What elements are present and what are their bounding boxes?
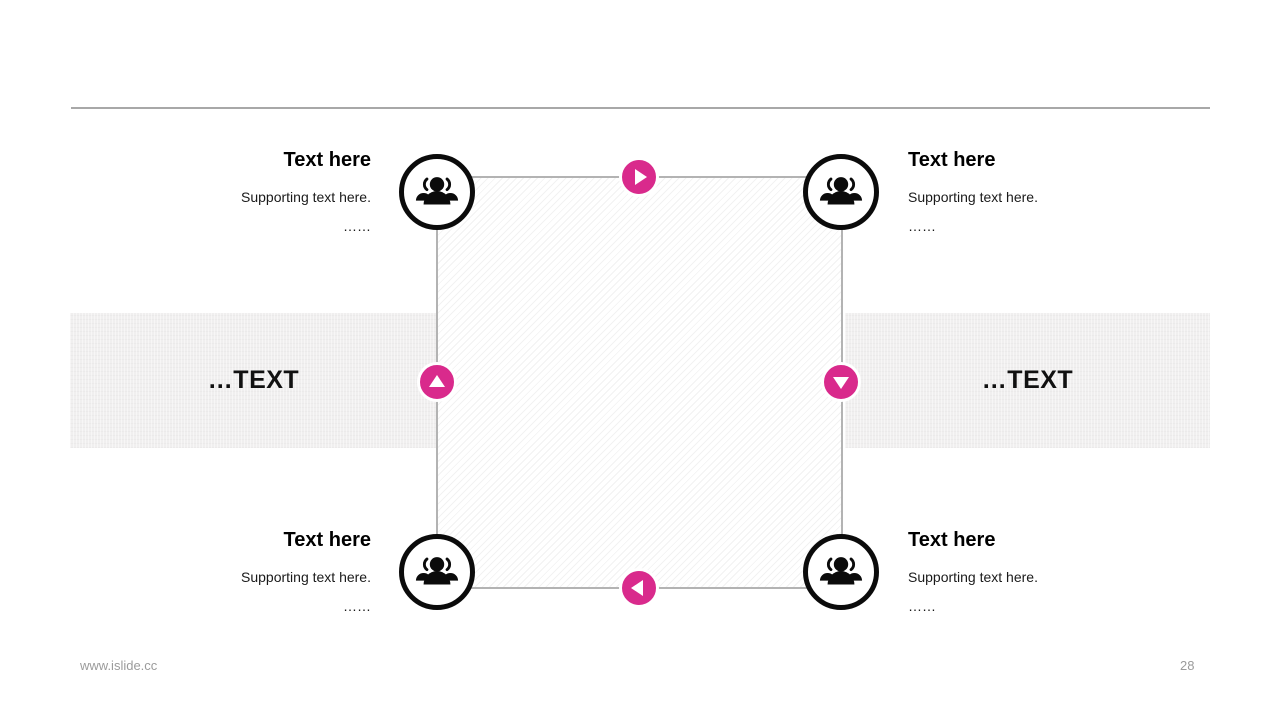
arrow-button-right[interactable]: [821, 362, 861, 402]
top-divider-line: [71, 107, 1210, 109]
page-number: 28: [1180, 658, 1195, 673]
block-supporting-text: Supporting text here.: [241, 569, 371, 585]
block-title: Text here: [283, 149, 371, 171]
block-supporting-text: Supporting text here.: [908, 569, 1038, 585]
block-title: Text here: [908, 529, 996, 551]
block-ellipsis: ……: [908, 218, 936, 234]
block-title: Text here: [283, 529, 371, 551]
node-top-left: [399, 154, 475, 230]
left-text-band: …TEXT: [70, 313, 437, 448]
triangle-up-icon: [429, 375, 445, 387]
triangle-down-icon: [833, 377, 849, 389]
left-band-label: …TEXT: [207, 366, 300, 394]
footer-website-link[interactable]: www.islide.cc: [80, 658, 158, 673]
people-group-icon: [414, 169, 460, 215]
text-block-top-left: Text here Supporting text here. ……: [91, 147, 371, 235]
right-band-label: …TEXT: [981, 366, 1074, 394]
right-text-band: …TEXT: [845, 313, 1210, 448]
node-bottom-left: [399, 534, 475, 610]
arrow-button-top[interactable]: [619, 157, 659, 197]
arrow-button-bottom[interactable]: [619, 568, 659, 608]
node-top-right: [803, 154, 879, 230]
block-title: Text here: [908, 149, 996, 171]
people-group-icon: [414, 549, 460, 595]
people-group-icon: [818, 549, 864, 595]
node-bottom-right: [803, 534, 879, 610]
hatched-square-shape: [436, 176, 843, 589]
block-supporting-text: Supporting text here.: [908, 189, 1038, 205]
block-ellipsis: ……: [343, 598, 371, 614]
text-block-top-right: Text here Supporting text here. ……: [908, 147, 1188, 235]
block-supporting-text: Supporting text here.: [241, 189, 371, 205]
block-ellipsis: ……: [908, 598, 936, 614]
text-block-bottom-right: Text here Supporting text here. ……: [908, 527, 1188, 615]
text-block-bottom-left: Text here Supporting text here. ……: [91, 527, 371, 615]
arrow-button-left[interactable]: [417, 362, 457, 402]
people-group-icon: [818, 169, 864, 215]
block-ellipsis: ……: [343, 218, 371, 234]
triangle-left-icon: [631, 580, 643, 596]
triangle-right-icon: [635, 169, 647, 185]
